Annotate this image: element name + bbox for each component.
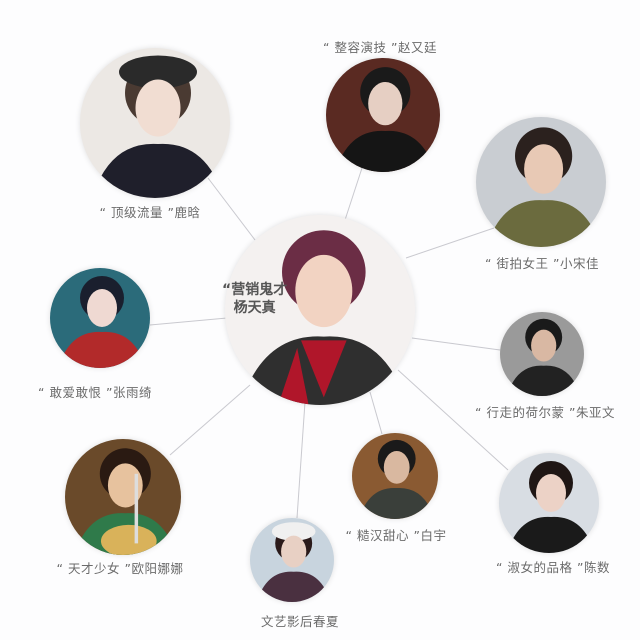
caption-baiyu: “ 糙汉甜心 ”白宇 [345,528,447,543]
center-portrait-yang-tianzhen [225,215,415,405]
portrait-image [500,312,584,396]
portrait-ouyangnana [65,439,181,555]
portrait-image [352,433,438,519]
portrait-image [225,215,415,405]
center-caption-name: 杨天真 [233,300,276,316]
portrait-zhangyuqi [50,268,150,368]
portrait-xiaosongjia [476,117,606,247]
portrait-image [476,117,606,247]
caption-luhan: “ 顶级流量 ”鹿晗 [99,205,201,220]
caption-chenshu: “ 淑女的品格 ”陈数 [496,560,610,575]
caption-chunxia: 文艺影后春夏 [260,614,340,629]
caption-zhuyawen: “ 行走的荷尔蒙 ”朱亚文 [475,405,615,420]
caption-xiaosongjia: “ 街拍女王 ”小宋佳 [485,256,599,271]
portrait-image [50,268,150,368]
connector-zhangyuqi [149,317,228,326]
portrait-image [499,453,599,553]
portrait-luhan [80,48,230,198]
portrait-zhuyawen [500,312,584,396]
portrait-image [80,48,230,198]
center-caption-title: “营销鬼才 [222,282,288,298]
portrait-chunxia [250,518,334,602]
caption-zhaoyouting: “ 整容演技 ”赵又廷 [323,40,437,55]
connector-zhaoyouting [344,167,363,221]
portrait-image [250,518,334,602]
portrait-zhaoyouting [326,58,440,172]
caption-zhangyuqi: “ 敢爱敢恨 ”张雨绮 [38,385,152,400]
portrait-baiyu [352,433,438,519]
connector-chenshu [397,369,509,471]
portrait-image [65,439,181,555]
portrait-chenshu [499,453,599,553]
caption-ouyangnana: “ 天才少女 ”欧阳娜娜 [56,561,184,576]
connector-zhuyawen [411,337,501,351]
center-caption: “营销鬼才 杨天真 [222,281,287,317]
portrait-image [326,58,440,172]
connector-chunxia [296,401,306,519]
